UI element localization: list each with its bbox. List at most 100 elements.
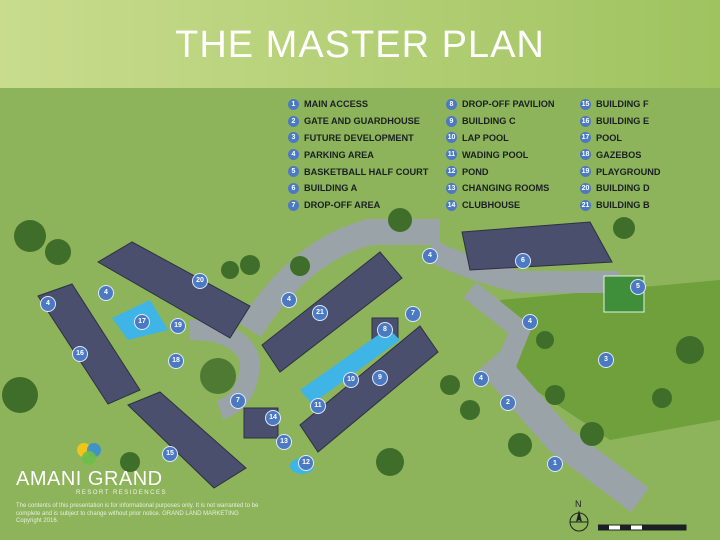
legend-number: 7	[288, 199, 299, 211]
legend-item: 10 LAP POOL	[446, 130, 555, 147]
legend-item: 5 BASKETBALL HALF COURT	[288, 163, 428, 180]
legend-item: 6 BUILDING A	[288, 180, 428, 197]
map-pin: 7	[405, 306, 421, 322]
legend-label: FUTURE DEVELOPMENT	[304, 132, 414, 143]
map-pin: 4	[422, 248, 438, 264]
svg-text:N: N	[575, 499, 582, 509]
access-road	[238, 219, 440, 337]
legend-item: 19 PLAYGROUND	[580, 163, 661, 180]
map-pin: 3	[598, 352, 614, 368]
logo-mark-icon	[77, 443, 101, 465]
legend-item: 1 MAIN ACCESS	[288, 96, 428, 113]
building-f	[127, 391, 247, 489]
legend-number: 12	[446, 166, 457, 178]
legend-label: BUILDING E	[596, 116, 650, 127]
legend-label: CHANGING ROOMS	[462, 183, 550, 194]
map-pin: 12	[298, 455, 314, 471]
compass: N	[566, 498, 592, 539]
legend-item: 12 POND	[446, 163, 555, 180]
parking-road	[463, 282, 533, 384]
map-pin: 4	[98, 285, 114, 301]
brand-subtitle: RESORT RESIDENCES	[76, 490, 167, 496]
legend-item: 11 WADING POOL	[446, 146, 555, 163]
legend-number: 8	[446, 98, 457, 110]
brand-name: AMANI GRAND	[16, 468, 163, 490]
legend-number: 1	[288, 98, 299, 110]
legend-number: 5	[288, 166, 299, 178]
legend-label: LAP POOL	[462, 132, 509, 143]
map-pin: 4	[522, 314, 538, 330]
map-pin: 10	[343, 372, 359, 388]
map-pin: 8	[377, 322, 393, 338]
legend-label: MAIN ACCESS	[304, 99, 368, 110]
legend-label: BUILDING F	[596, 99, 649, 110]
map-pin: 4	[281, 292, 297, 308]
legend-label: WADING POOL	[462, 149, 529, 160]
map-pin: 5	[630, 279, 646, 295]
legend-number: 18	[580, 149, 591, 161]
legend-item: 17 POOL	[580, 130, 661, 147]
legend-label: GATE AND GUARDHOUSE	[304, 116, 420, 127]
map-pin: 11	[310, 398, 326, 414]
legend-item: 15 BUILDING F	[580, 96, 661, 113]
map-pin: 4	[473, 371, 489, 387]
map-pin: 20	[192, 273, 208, 289]
legend-number: 6	[288, 182, 299, 194]
page-title: THE MASTER PLAN	[175, 24, 545, 66]
legend-number: 14	[446, 199, 457, 211]
legend-label: BUILDING D	[596, 183, 650, 194]
map-pin: 17	[134, 314, 150, 330]
disclaimer-text: The contents of this presentation is for…	[16, 503, 259, 524]
legend-label: BASKETBALL HALF COURT	[304, 166, 429, 177]
legend-number: 21	[580, 199, 591, 211]
legend-label: BUILDING A	[304, 183, 358, 194]
legend-number: 17	[580, 132, 591, 144]
map-pin: 6	[515, 253, 531, 269]
legend-label: CLUBHOUSE	[462, 200, 521, 211]
building-a	[461, 221, 613, 271]
building-b	[261, 251, 403, 373]
legend-label: POOL	[596, 132, 623, 143]
legend-item: 16 BUILDING E	[580, 113, 661, 130]
gazebos	[200, 358, 236, 394]
map-pin: 15	[162, 446, 178, 462]
map-pin: 19	[170, 318, 186, 334]
map-pin: 4	[40, 296, 56, 312]
legend-label: BUILDING B	[596, 200, 650, 211]
map-pin: 7	[230, 393, 246, 409]
header-banner: THE MASTER PLAN	[0, 0, 720, 88]
map-pin: 14	[265, 410, 281, 426]
legend-number: 9	[446, 115, 457, 127]
legend-number: 3	[288, 132, 299, 144]
legend-number: 13	[446, 182, 457, 194]
main-access-road	[478, 350, 649, 512]
map-pin: 1	[547, 456, 563, 472]
legend-label: BUILDING C	[462, 116, 516, 127]
brand-logo: AMANI GRAND RESORT RESIDENCES	[16, 440, 186, 500]
legend-number: 11	[446, 149, 457, 161]
legend-number: 15	[580, 98, 591, 110]
legend-item: 3 FUTURE DEVELOPMENT	[288, 130, 428, 147]
building-d	[97, 241, 251, 339]
legend-number: 19	[580, 166, 591, 178]
lap-pool	[300, 328, 400, 404]
legend-item: 13 CHANGING ROOMS	[446, 180, 555, 197]
map-pin: 21	[312, 305, 328, 321]
scale-bar	[597, 519, 688, 537]
map-pin: 9	[372, 370, 388, 386]
legend-label: PLAYGROUND	[596, 166, 661, 177]
legend-label: PARKING AREA	[304, 149, 374, 160]
legend-number: 16	[580, 115, 591, 127]
legend-number: 10	[446, 132, 457, 144]
north-arrow-icon: N	[569, 499, 589, 532]
legend-label: POND	[462, 166, 489, 177]
trees	[2, 208, 704, 476]
